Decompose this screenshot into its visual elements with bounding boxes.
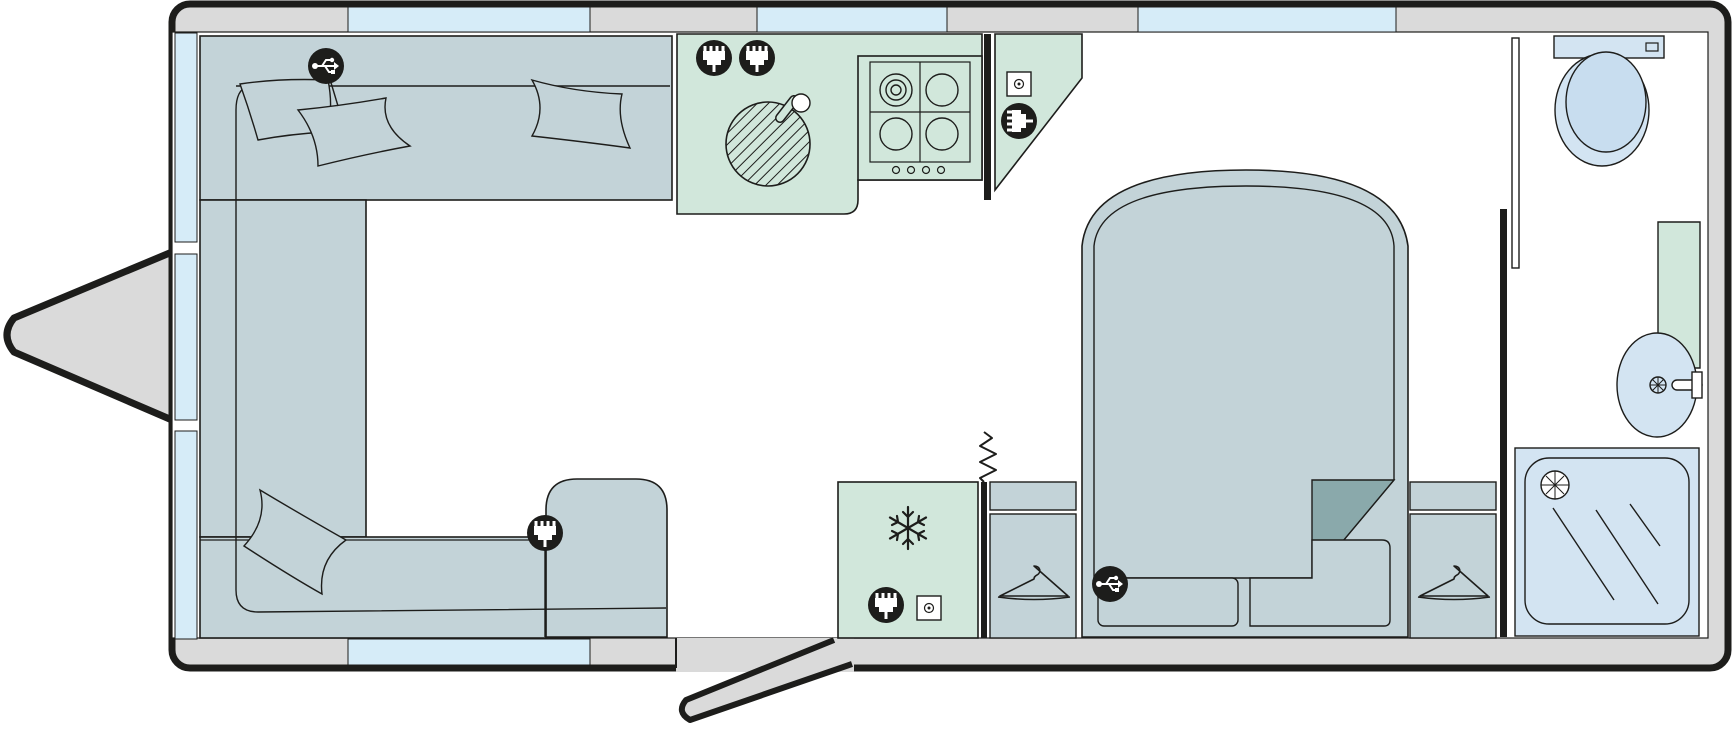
window-front-3: [174, 430, 198, 640]
seat-side: [199, 199, 367, 538]
washroom-wall: [1500, 209, 1507, 637]
seat-bottom: [199, 536, 547, 639]
sink-drainer-icon: [725, 93, 811, 187]
window-front-2: [174, 253, 198, 421]
partition-wall: [984, 34, 991, 200]
cushion-2: [296, 97, 412, 167]
cushion-4: [242, 488, 348, 596]
cushion-3: [530, 78, 632, 149]
bed-drawer-left: [1097, 577, 1239, 627]
shower-tray-icon: [1514, 447, 1700, 637]
tv-aerial-point-icon: [1006, 71, 1032, 97]
window-bottom: [347, 638, 591, 666]
usb-socket-icon: [1091, 565, 1129, 603]
seat-bottom-end: [545, 478, 668, 638]
heater-zigzag-icon: [979, 431, 997, 483]
fridge-partition-wall: [981, 482, 987, 638]
island-bed: [1081, 169, 1409, 638]
mains-socket-icon: [866, 585, 906, 625]
gas-hob-icon: [857, 55, 983, 181]
bed-drawer-right: [1249, 539, 1391, 627]
kitchen-unit: [676, 33, 983, 215]
fridge-unit: [837, 481, 979, 639]
usb-socket-icon: [307, 47, 345, 85]
wardrobe-right: [1409, 481, 1497, 639]
snowflake-icon: [888, 505, 928, 551]
mains-socket-icon: [999, 101, 1039, 141]
washroom-door-panel: [1511, 37, 1520, 269]
windows: [174, 6, 1397, 666]
front-lounge-seating: [199, 35, 673, 639]
wash-basin-icon: [1616, 221, 1703, 438]
mains-socket-icon: [737, 38, 777, 78]
corner-tv-unit: [994, 33, 1083, 193]
a-frame-drawbar: [3, 248, 176, 424]
window-front-1: [174, 32, 198, 243]
wardrobe-left: [989, 481, 1077, 639]
mains-socket-icon: [694, 38, 734, 78]
window-top-3: [1137, 6, 1397, 33]
entrance-door: [675, 637, 854, 723]
window-top-1: [347, 6, 591, 33]
window-top-2: [756, 6, 948, 33]
mains-socket-icon: [525, 513, 565, 553]
toilet-icon: [1553, 35, 1665, 167]
tv-aerial-point-icon: [916, 595, 942, 621]
